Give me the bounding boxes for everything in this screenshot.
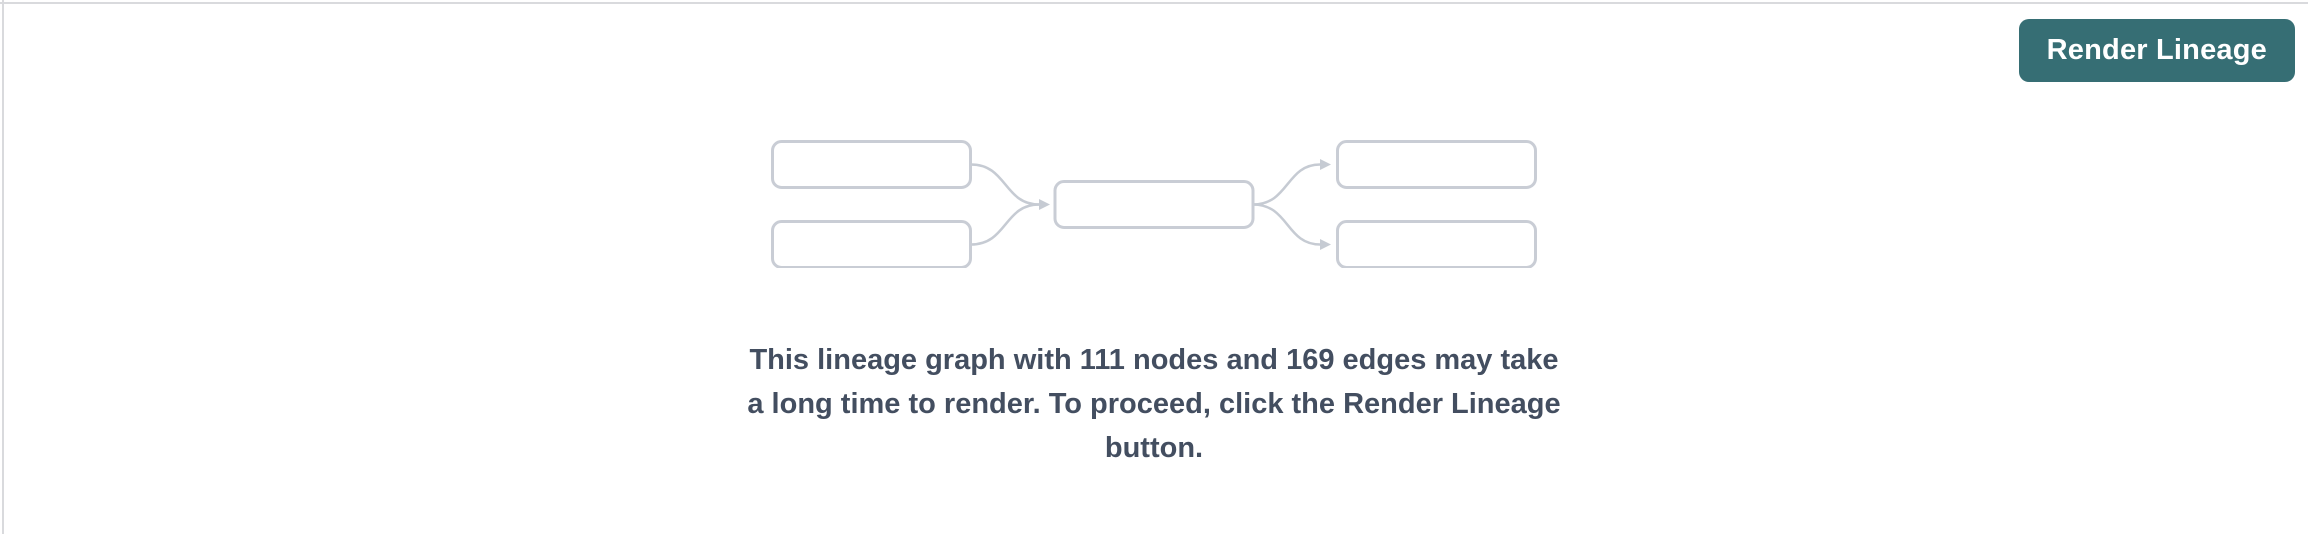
arrowhead-icon [1320, 159, 1331, 170]
message-line: button. [1104, 432, 1204, 464]
lineage-warning-message: This lineage graph with 111 nodes and 16… [747, 338, 1560, 470]
left-border-line [2, 0, 4, 534]
arrowhead-icon [1039, 199, 1050, 210]
render-lineage-button[interactable]: Render Lineage [2018, 19, 2295, 82]
lineage-placeholder: This lineage graph with 111 nodes and 16… [0, 140, 2308, 470]
graph-node [771, 140, 972, 189]
message-line: a long time to render. To proceed, click… [747, 388, 1561, 420]
graph-edge-group [969, 163, 1322, 246]
arrowhead-icon [1320, 239, 1331, 250]
graph-edge [1251, 163, 1322, 206]
message-line: This lineage graph with 111 nodes and 16… [749, 344, 1559, 376]
graph-edge [969, 163, 1041, 206]
graph-node [1336, 220, 1537, 268]
graph-node [771, 220, 972, 268]
lineage-graph-illustration [771, 140, 1537, 268]
graph-node [1053, 180, 1255, 229]
graph-node [1336, 140, 1537, 189]
graph-node-group [771, 140, 1537, 268]
graph-arrowhead-group [1039, 159, 1331, 250]
graph-edge [969, 203, 1041, 246]
top-border-line [0, 2, 2308, 4]
graph-edge [1251, 203, 1322, 246]
